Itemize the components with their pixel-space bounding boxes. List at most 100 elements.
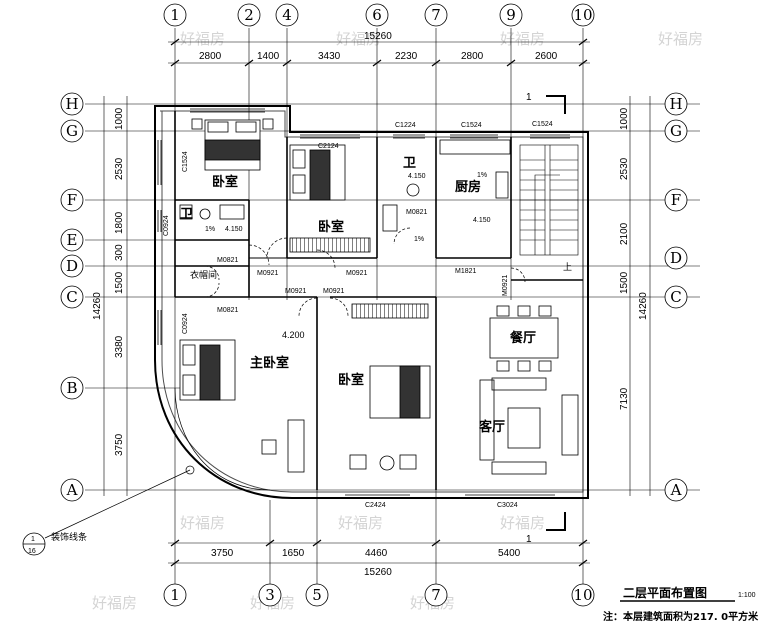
stair-up-label: 上 [563, 262, 572, 272]
svg-text:M0921: M0921 [323, 288, 345, 295]
dim-left: 1800 [114, 211, 125, 234]
svg-text:M0921: M0921 [257, 270, 279, 277]
drawing-title: 二层平面布置图 [623, 585, 707, 600]
svg-text:M0921: M0921 [285, 288, 307, 295]
axis-label: D [670, 249, 682, 267]
svg-text:C2424: C2424 [365, 502, 386, 509]
watermark: 好福房 [336, 30, 381, 48]
svg-text:1%: 1% [205, 226, 215, 233]
room-labels: 卧室 卧室 卫 厨房 卫 衣帽间 主卧室 卧室 餐厅 客厅 [180, 156, 536, 435]
watermark: 好福房 [180, 30, 225, 48]
axis-label: 2 [244, 6, 254, 24]
drawing-scale: 1:100 [738, 592, 756, 599]
axis-label: 5 [312, 586, 322, 604]
dim-right: 2530 [619, 157, 630, 180]
svg-text:M0921: M0921 [346, 270, 368, 277]
dim-right: 1000 [619, 107, 630, 130]
dim-top-total: 15260 [364, 31, 392, 42]
dim-top: 2800 [199, 51, 222, 62]
dim-right: 1500 [619, 271, 630, 294]
axis-label: H [65, 95, 78, 113]
dim-bottom: 5400 [498, 548, 521, 559]
svg-text:C1524: C1524 [532, 121, 553, 128]
stair [519, 144, 579, 256]
svg-text:1%: 1% [477, 172, 487, 179]
watermark: 好福房 [180, 514, 225, 532]
svg-text:C3024: C3024 [497, 502, 518, 509]
axis-label: 7 [431, 6, 441, 24]
watermark: 好福房 [500, 514, 545, 532]
axis-label: 7 [431, 586, 441, 604]
svg-text:C0924: C0924 [163, 215, 170, 236]
dim-top: 2800 [461, 51, 484, 62]
axis-label: 4 [282, 6, 292, 24]
detail-text: 装饰线条 [51, 531, 87, 542]
room-label: 厨房 [455, 179, 481, 195]
axis-label: C [670, 288, 681, 306]
annotations: C1524 C2124 C1224 C1524 C1524 C0924 C092… [163, 121, 553, 509]
section-mark-label: 1 [526, 92, 532, 103]
watermark: 好福房 [92, 594, 137, 612]
svg-text:4.150: 4.150 [408, 173, 426, 180]
axis-label: 9 [506, 6, 516, 24]
dim-top: 2230 [395, 51, 418, 62]
axis-label: G [670, 122, 682, 140]
dim-bottom: 4460 [365, 548, 388, 559]
svg-text:4.200: 4.200 [282, 330, 305, 340]
axis-label: E [67, 231, 78, 249]
axis-bubbles [60, 3, 688, 607]
dim-bottom: 3750 [211, 548, 234, 559]
svg-text:C2124: C2124 [318, 143, 339, 150]
windows [157, 108, 570, 499]
axis-label: 1 [170, 586, 180, 604]
room-label: 客厅 [479, 419, 505, 435]
axis-label: 6 [372, 6, 382, 24]
room-label: 卧室 [212, 174, 238, 190]
dim-top: 3430 [318, 51, 341, 62]
dim-bottom: 1650 [282, 548, 305, 559]
furniture [179, 118, 579, 475]
dim-left: 3380 [114, 335, 125, 358]
axis-label: F [671, 191, 681, 209]
dim-right-total: 14260 [638, 292, 649, 320]
axis-label: C [66, 288, 77, 306]
svg-text:1%: 1% [414, 236, 424, 243]
axis-label: 10 [573, 6, 592, 24]
svg-text:C1524: C1524 [182, 151, 189, 172]
room-label: 主卧室 [250, 355, 289, 371]
axis-label: G [66, 122, 78, 140]
dim-left-total: 14260 [92, 292, 103, 320]
axis-label: B [66, 379, 77, 397]
title-block: 二层平面布置图 1:100 注：本层建筑面积为217. 0平方米 [603, 585, 759, 623]
dim-left: 300 [114, 244, 125, 261]
room-label: 卫 [180, 207, 193, 222]
section-mark-label: 1 [526, 534, 532, 545]
detail-callout: 1 16 装饰线条 [22, 465, 195, 556]
section-marks [546, 95, 566, 531]
dim-left: 3750 [114, 433, 125, 456]
dim-top: 1400 [257, 51, 280, 62]
svg-text:4.150: 4.150 [225, 226, 243, 233]
room-label: 卧室 [318, 219, 344, 235]
walls [154, 105, 589, 499]
dim-right: 7130 [619, 387, 630, 410]
area-note: 注：本层建筑面积为217. 0平方米 [603, 610, 759, 623]
dimension-text: 15260 2800 1400 3430 2230 2800 2600 3750… [92, 31, 649, 578]
svg-text:C0924: C0924 [182, 313, 189, 334]
svg-text:M0821: M0821 [217, 307, 239, 314]
svg-text:M1821: M1821 [455, 268, 477, 275]
svg-text:M0821: M0821 [217, 257, 239, 264]
dim-left: 1000 [114, 107, 125, 130]
watermark: 好福房 [658, 30, 703, 48]
axis-labels: 1 2 4 6 7 9 10 1 3 5 7 10 H G F E D C B … [65, 6, 682, 604]
watermark: 好福房 [338, 514, 383, 532]
axis-label: A [670, 481, 682, 499]
dim-top: 2600 [535, 51, 558, 62]
room-label: 衣帽间 [190, 269, 217, 280]
dim-left: 1500 [114, 271, 125, 294]
svg-text:C1524: C1524 [461, 122, 482, 129]
svg-text:M0821: M0821 [406, 209, 428, 216]
axis-label: 1 [170, 6, 180, 24]
detail-number: 1 [31, 536, 35, 543]
